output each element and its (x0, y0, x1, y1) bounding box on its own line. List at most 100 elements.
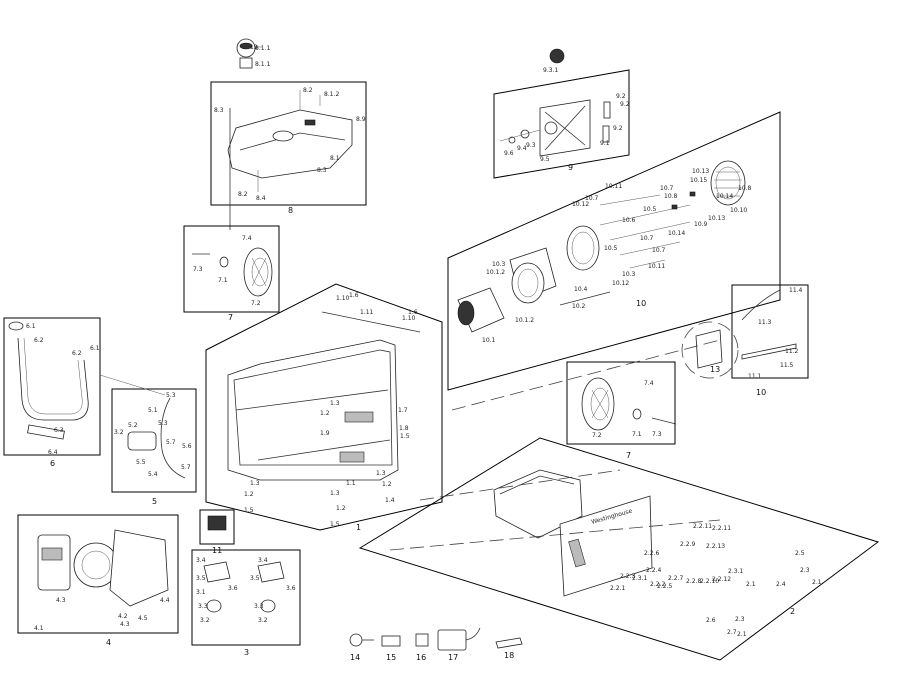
wheel-washer-part (219, 256, 229, 268)
callout-11-1: 11.1 (748, 373, 762, 380)
guide-line-1 (451, 339, 721, 411)
callout-10-7b: 10.7 (640, 235, 654, 242)
assembly-1-frame: 1.10 1.6 1.11 1.6 1.10 1.3 1.2 1.9 1.7 1… (205, 283, 443, 532)
callout-10-7: 10.7 (585, 195, 599, 202)
callout-3-1: 3.1 (196, 589, 206, 596)
assembly-5-box (111, 388, 197, 493)
callout-1-1: 1.1 (346, 480, 356, 487)
callout-2-3-1b: 2.3.1 (728, 568, 743, 575)
callout-10-14b: 10.14 (668, 230, 685, 237)
assembly-label-7a: 7 (228, 313, 233, 322)
callout-1-3c: 1.3 (250, 480, 260, 487)
callout-7-2: 7.2 (251, 300, 261, 307)
assembly-label-10: 10 (636, 299, 646, 308)
callout-6-1b: 6.1 (90, 345, 100, 352)
callout-2-2-13: 2.2.13 (706, 543, 725, 550)
callout-2-2-12: 2.2.12 (712, 576, 731, 583)
assembly-label-4: 4 (106, 638, 111, 647)
callout-11-3: 11.3 (758, 319, 772, 326)
callout-9-3-1: 9.3.1 (543, 67, 558, 74)
fuel-valve-part (127, 431, 157, 451)
callout-7-1: 7.1 (218, 277, 228, 284)
rubber-mount-left-part (206, 599, 222, 613)
callout-10-1: 10.1 (482, 337, 496, 344)
callout-2-6: 2.6 (706, 617, 716, 624)
callout-11-2: 11.2 (785, 348, 799, 355)
callout-2-5: 2.5 (795, 550, 805, 557)
callout-10-3b: 10.3 (492, 261, 506, 268)
assembly-7-wheel-right: 7.4 7.1 7.2 7.3 7 (566, 361, 677, 460)
callout-7-2b: 7.2 (592, 432, 602, 439)
callout-2-2-4: 2.2.4 (646, 567, 661, 574)
callout-6-4: 6.4 (48, 449, 58, 456)
callout-10-2: 10.2 (572, 303, 586, 310)
callout-9-1: 9.1 (600, 140, 610, 147)
assembly-label-11: 10 (756, 388, 766, 397)
callout-2-3: 2.3 (800, 567, 810, 574)
guide-line-3 (389, 519, 721, 551)
engine-block-part (109, 529, 169, 607)
lift-bar-part (741, 343, 797, 360)
assembly-8-fuel-tank: 8.1.1 8.1.1 8.3 8.2 8.1.2 8.9 8.1 8.3 8.… (210, 38, 367, 230)
callout-1-6: 1.6 (349, 292, 359, 299)
assembly-12-box (199, 509, 235, 545)
stator-face-part (511, 262, 545, 304)
muffler-outlet-part (544, 121, 558, 135)
assembly-label-14: 13 (710, 365, 720, 374)
assembly-label-8: 8 (288, 206, 293, 215)
assembly-9-muffler: 9.3.1 9.2 9.2 9.2 9.1 9.5 9.6 9.4 9.3 9 (493, 48, 630, 179)
assembly-2-control-panel: Westinghouse 2.2.1 2.3.1 2.2.2 2.2.3 2.2… (358, 437, 880, 661)
callout-3-6b: 3.6 (286, 585, 296, 592)
callout-6-2b: 6.2 (72, 350, 82, 357)
callout-8-1: 8.1 (330, 155, 340, 162)
callout-2-3-1: 2.3.1 (632, 575, 647, 582)
rubber-mount-right-part (260, 599, 276, 613)
callout-6-3: 6.3 (54, 427, 64, 434)
callout-2-2-11b: 2.2.11 (712, 525, 731, 532)
callout-9-4: 9.4 (517, 145, 527, 152)
callout-1-11: 1.11 (360, 309, 374, 316)
control-panel-faceplate-part (559, 495, 653, 597)
mount-bracket-left-part (203, 561, 231, 583)
callout-1-2d: 1.2 (336, 505, 346, 512)
handle-grip-cap-part (8, 321, 24, 331)
callout-9-2: 9.2 (616, 93, 626, 100)
callout-4-5: 4.5 (138, 615, 148, 622)
callout-3-3: 3.3 (198, 603, 208, 610)
assembly-14-part: 13 (681, 321, 739, 379)
assembly-5-fuel-valve: 5.3 5.1 5.2 3.2 5.3 5.7 5.6 5.5 5.4 5.7 … (99, 374, 197, 506)
callout-1-5c: 1.5 (330, 521, 340, 528)
callout-8-2: 8.2 (303, 87, 313, 94)
assembly-14-component (695, 329, 723, 369)
assembly-1-box (205, 283, 443, 531)
callout-1-5: 1.5 (400, 433, 410, 440)
callout-6-1: 6.1 (26, 323, 36, 330)
callout-1-2b: 1.2 (244, 491, 254, 498)
assembly-10-box (447, 111, 781, 391)
assembly-12-component (207, 515, 227, 531)
callout-3-5b: 3.5 (250, 575, 260, 582)
callout-7-4: 7.4 (242, 235, 252, 242)
callout-10-3: 10.3 (622, 271, 636, 278)
callout-1-6b: 1.6 (408, 309, 418, 316)
wheel-right-part (581, 377, 615, 431)
callout-1-3d: 1.3 (330, 490, 340, 497)
callout-8-3b: 8.3 (317, 167, 327, 174)
callout-1-3b: 1.3 (376, 470, 386, 477)
mount-bracket-right-part (257, 561, 285, 583)
callout-7-4b: 7.4 (644, 380, 654, 387)
assembly-6-handle: 6.1 6.2 6.2 6.1 6.3 6.4 6 (3, 317, 101, 468)
callout-3-4: 3.4 (196, 557, 206, 564)
callout-10-5b: 10.5 (604, 245, 618, 252)
assembly-label-5: 5 (152, 497, 157, 506)
callout-2-2-8: 2.2.8 (686, 578, 701, 585)
rotor-fan-part (457, 300, 475, 326)
oil-funnel-part (349, 633, 363, 647)
callout-2-3b: 2.3 (735, 616, 745, 623)
callout-10-12: 10.12 (572, 201, 589, 208)
callout-10-11: 10.11 (605, 183, 622, 190)
callout-9-2-right: 9.2 (620, 101, 630, 108)
fuel-tank-neck-part (272, 130, 294, 142)
callout-8-3: 8.3 (214, 107, 224, 114)
